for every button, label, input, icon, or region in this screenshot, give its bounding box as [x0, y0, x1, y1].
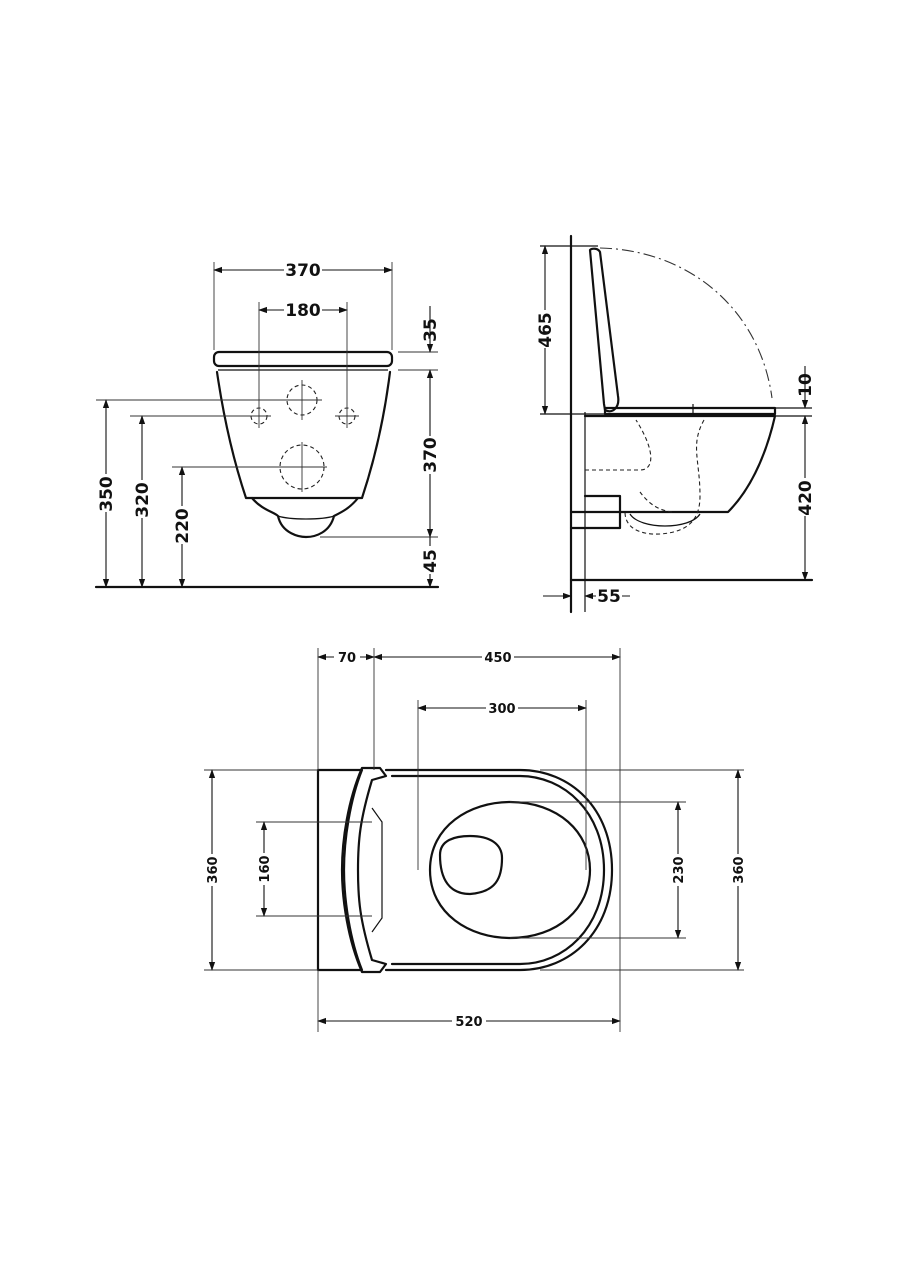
- top-hinge-block: [371, 807, 383, 933]
- front-bowl-outlet: [250, 496, 360, 539]
- side-trap-hidden: [585, 419, 705, 535]
- dim-360-right-bg: [729, 854, 747, 886]
- dim-230-bg: [669, 854, 687, 886]
- dim-465-bg: [536, 310, 554, 348]
- label-10: 10: [796, 373, 816, 397]
- label-420: 420: [796, 480, 816, 516]
- side-lid-swing-arc: [599, 247, 773, 399]
- label-320: 320: [133, 482, 153, 518]
- side-view: 465 10 420 55: [536, 234, 816, 614]
- label-370-width: 370: [285, 261, 321, 281]
- side-water: [629, 513, 701, 527]
- label-220: 220: [173, 508, 193, 544]
- label-360-right: 360: [732, 856, 747, 883]
- label-160: 160: [258, 855, 273, 882]
- label-350: 350: [97, 476, 117, 512]
- side-bowl: [583, 414, 777, 514]
- label-70: 70: [338, 651, 356, 666]
- dim-520-bg: [452, 1012, 486, 1030]
- side-raised-lid: [588, 247, 620, 413]
- label-230: 230: [672, 856, 687, 883]
- label-450: 450: [484, 651, 511, 666]
- dim-450-bg: [482, 648, 514, 666]
- top-bracket: [316, 768, 364, 972]
- side-seat: [603, 406, 777, 416]
- front-view: 370 180 35 370 45 350 320 220: [94, 260, 441, 589]
- label-180: 180: [285, 301, 321, 321]
- dim-55-bg: [596, 586, 622, 606]
- dim-370-bg: [284, 260, 322, 280]
- label-465: 465: [536, 312, 556, 348]
- dim-45-bg: [421, 546, 439, 574]
- dim-420-bg: [796, 478, 814, 516]
- dim-300-bg: [486, 699, 518, 717]
- top-bowl-opening: [428, 800, 592, 940]
- top-seat-outer: [384, 768, 614, 972]
- side-bracket: [569, 510, 622, 530]
- front-seat: [212, 350, 394, 368]
- top-seat-inner-rim: [390, 774, 606, 966]
- label-520: 520: [455, 1015, 482, 1030]
- dim-320-bg: [133, 480, 151, 518]
- label-45: 45: [421, 549, 441, 573]
- dim-70-bg: [334, 648, 360, 666]
- dim-370h-bg: [421, 436, 439, 474]
- front-outlet-line: [277, 515, 335, 520]
- dim-180-bg: [284, 300, 322, 320]
- dim-220-bg: [173, 506, 191, 544]
- top-view: 70 450 300 360 160 230 360 520: [203, 648, 747, 1032]
- dim-160-bg: [255, 853, 273, 885]
- dim-360-left-bg: [203, 854, 221, 886]
- front-bowl: [215, 370, 392, 500]
- dim-350-bg: [97, 474, 115, 512]
- top-water-area: [438, 834, 504, 896]
- label-300: 300: [488, 702, 515, 717]
- label-360-left: 360: [206, 856, 221, 883]
- label-35: 35: [421, 318, 441, 342]
- label-370-height: 370: [421, 437, 441, 473]
- top-seat-hinge: [340, 766, 388, 974]
- label-55: 55: [597, 587, 621, 607]
